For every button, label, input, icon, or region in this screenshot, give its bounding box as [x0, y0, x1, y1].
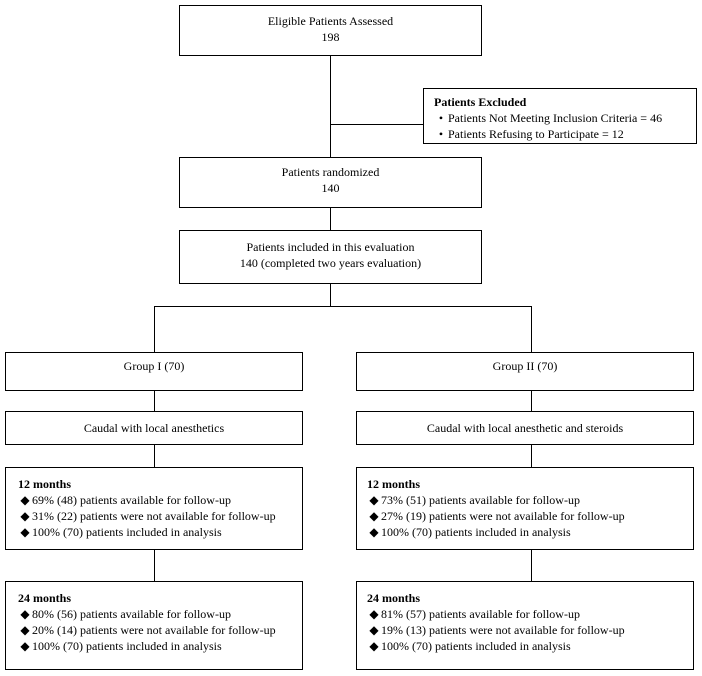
group-1-box: Group I (70) — [5, 352, 303, 391]
group-2-treatment: Caudal with local anesthetic and steroid… — [426, 421, 624, 435]
connector-treatment-2-to-12m — [531, 444, 533, 468]
diamond-bullet-icon: ◆ — [369, 639, 379, 653]
excluded-item: •Patients Refusing to Participate = 12 — [434, 126, 696, 142]
connector-included-to-split — [330, 283, 332, 307]
connector-12m-2-to-24m — [531, 549, 533, 582]
diamond-bullet-icon: ◆ — [20, 493, 30, 507]
group-1-24m-box: 24 months ◆80% (56) patients available f… — [5, 581, 303, 670]
group-2-12m-box: 12 months ◆73% (51) patients available f… — [356, 467, 694, 550]
diamond-bullet-icon: ◆ — [20, 639, 30, 653]
group-1-12m-item: ◆69% (48) patients available for follow-… — [18, 492, 302, 508]
randomized-count: 140 — [321, 181, 340, 195]
group-1-12m-heading: 12 months — [18, 477, 72, 491]
included-detail: 140 (completed two years evaluation) — [239, 256, 422, 270]
group-2-12m-item: ◆27% (19) patients were not available fo… — [367, 508, 693, 524]
connector-treatment-1-to-12m — [154, 444, 156, 468]
group-1-treatment-box: Caudal with local anesthetics — [5, 411, 303, 445]
eligible-count: 198 — [321, 30, 340, 44]
connector-to-excluded — [330, 124, 424, 126]
excluded-title: Patients Excluded — [434, 95, 527, 109]
diamond-bullet-icon: ◆ — [20, 623, 30, 637]
group-1-12m-item: ◆31% (22) patients were not available fo… — [18, 508, 302, 524]
group-1-12m-box: 12 months ◆69% (48) patients available f… — [5, 467, 303, 550]
group-1-24m-heading: 24 months — [18, 591, 72, 605]
group-1-12m-item: ◆100% (70) patients included in analysis — [18, 524, 302, 540]
group-2-treatment-box: Caudal with local anesthetic and steroid… — [356, 411, 694, 445]
group-1-label: Group I (70) — [123, 359, 185, 373]
group-1-treatment: Caudal with local anesthetics — [83, 421, 225, 435]
diamond-bullet-icon: ◆ — [369, 493, 379, 507]
connector-split-to-group-2 — [531, 306, 533, 353]
group-2-24m-item: ◆100% (70) patients included in analysis — [367, 638, 693, 654]
randomized-title: Patients randomized — [281, 165, 380, 179]
bullet-icon: • — [438, 127, 444, 141]
bullet-icon: • — [438, 111, 444, 125]
connector-group-1-to-treatment — [154, 390, 156, 412]
group-2-box: Group II (70) — [356, 352, 694, 391]
diamond-bullet-icon: ◆ — [20, 525, 30, 539]
group-2-label: Group II (70) — [492, 359, 558, 373]
connector-group-2-to-treatment — [531, 390, 533, 412]
group-1-24m-item: ◆100% (70) patients included in analysis — [18, 638, 302, 654]
diamond-bullet-icon: ◆ — [20, 509, 30, 523]
group-2-12m-item: ◆100% (70) patients included in analysis — [367, 524, 693, 540]
connector-split — [154, 306, 532, 308]
diamond-bullet-icon: ◆ — [369, 509, 379, 523]
excluded-item: •Patients Not Meeting Inclusion Criteria… — [434, 110, 696, 126]
included-title: Patients included in this evaluation — [246, 240, 415, 254]
group-2-12m-item: ◆73% (51) patients available for follow-… — [367, 492, 693, 508]
excluded-box: Patients Excluded •Patients Not Meeting … — [423, 88, 697, 144]
group-2-24m-item: ◆19% (13) patients were not available fo… — [367, 622, 693, 638]
connector-eligible-to-randomized — [330, 55, 332, 158]
group-2-24m-item: ◆81% (57) patients available for follow-… — [367, 606, 693, 622]
group-2-24m-box: 24 months ◆81% (57) patients available f… — [356, 581, 694, 670]
randomized-box: Patients randomized 140 — [179, 157, 482, 208]
connector-split-to-group-1 — [154, 306, 156, 353]
included-box: Patients included in this evaluation 140… — [179, 230, 482, 284]
diamond-bullet-icon: ◆ — [369, 607, 379, 621]
eligible-box: Eligible Patients Assessed 198 — [179, 5, 482, 56]
connector-randomized-to-included — [330, 207, 332, 231]
group-1-24m-item: ◆20% (14) patients were not available fo… — [18, 622, 302, 638]
diamond-bullet-icon: ◆ — [369, 525, 379, 539]
connector-12m-1-to-24m — [154, 549, 156, 582]
eligible-title: Eligible Patients Assessed — [267, 14, 394, 28]
group-2-24m-heading: 24 months — [367, 591, 421, 605]
diamond-bullet-icon: ◆ — [369, 623, 379, 637]
group-2-12m-heading: 12 months — [367, 477, 421, 491]
group-1-24m-item: ◆80% (56) patients available for follow-… — [18, 606, 302, 622]
diamond-bullet-icon: ◆ — [20, 607, 30, 621]
